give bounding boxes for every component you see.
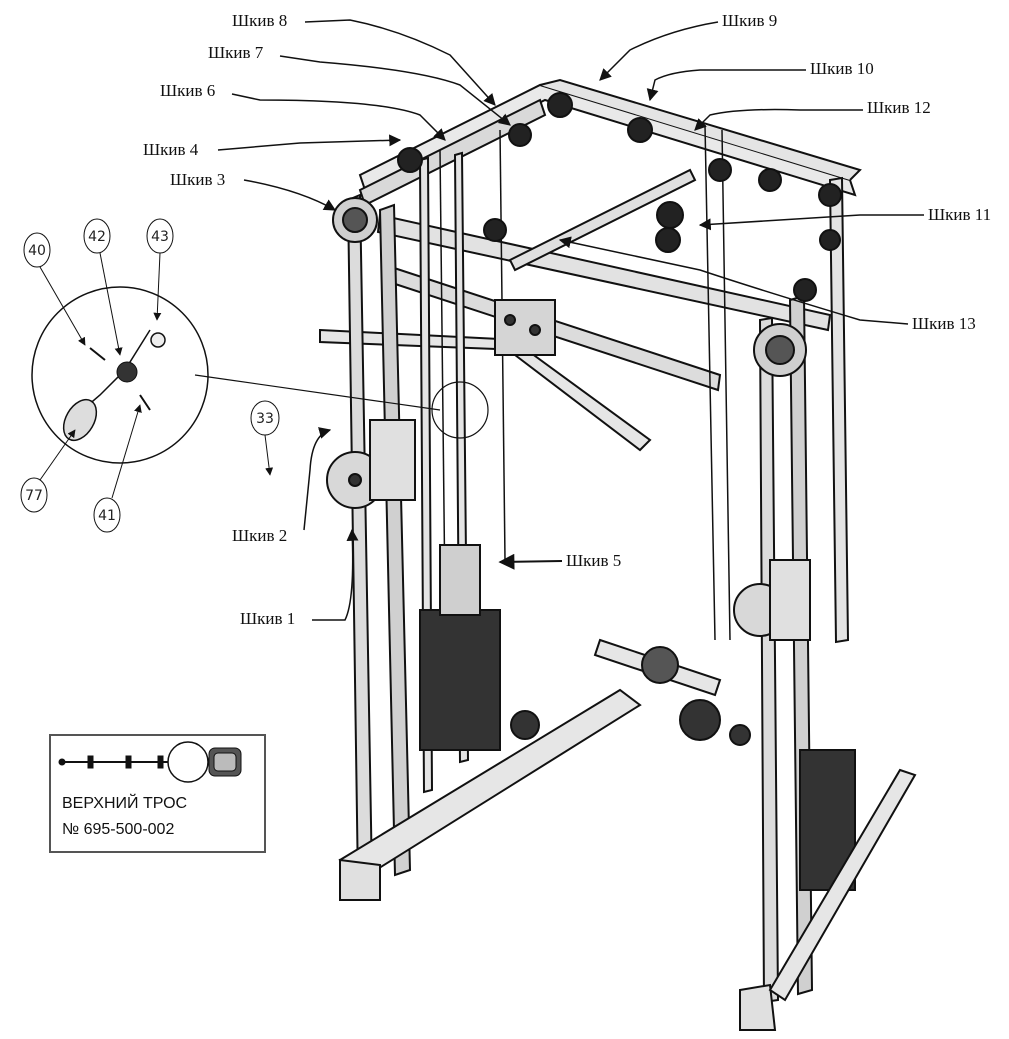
label-pulley-4: Шкив 4 xyxy=(143,134,402,159)
pulley-7-label: Шкив 7 xyxy=(208,43,264,62)
label-pulley-11: Шкив 11 xyxy=(698,205,991,231)
label-pulley-12: Шкив 12 xyxy=(694,98,931,131)
balloon-42: 42 xyxy=(83,218,123,356)
label-pulley-10: Шкив 10 xyxy=(646,59,874,102)
cable-title: ВЕРХНИЙ ТРОС xyxy=(62,793,187,812)
pulley-1-label: Шкив 1 xyxy=(240,609,295,628)
part-number-33: 33 xyxy=(256,411,274,427)
pulley-9-label: Шкив 9 xyxy=(722,11,777,30)
label-pulley-7: Шкив 7 xyxy=(208,43,511,126)
part-number-43: 43 xyxy=(151,229,169,245)
label-pulley-3: Шкив 3 xyxy=(170,170,337,211)
pulley-2-label: Шкив 2 xyxy=(232,526,287,545)
balloon-40: 40 xyxy=(23,232,86,346)
pulley-3-label: Шкив 3 xyxy=(170,170,225,189)
pulley-6-label: Шкив 6 xyxy=(160,81,215,100)
balloon-43: 43 xyxy=(146,218,174,321)
pulley-8-label: Шкив 8 xyxy=(232,11,287,30)
pulley-12-label: Шкив 12 xyxy=(867,98,931,117)
part-number-41: 41 xyxy=(98,508,116,524)
balloon-41: 41 xyxy=(93,404,142,533)
part-number-40: 40 xyxy=(28,243,46,259)
label-pulley-6: Шкив 6 xyxy=(160,81,446,141)
pulley-13-label: Шкив 13 xyxy=(912,314,976,333)
label-pulley-13: Шкив 13 xyxy=(558,236,976,333)
label-pulley-2: Шкив 2 xyxy=(232,427,332,545)
part-number-77: 77 xyxy=(25,488,43,504)
label-pulley-8: Шкив 8 xyxy=(232,11,496,106)
pulley-5-label: Шкив 5 xyxy=(566,551,621,570)
label-pulley-9: Шкив 9 xyxy=(599,11,777,81)
balloon-33: 33 xyxy=(250,400,280,476)
part-balloons: 40 42 43 77 41 33 xyxy=(20,218,280,533)
cable-part-number: № 695-500-002 xyxy=(62,821,174,838)
pulley-11-label: Шкив 11 xyxy=(928,205,991,224)
label-pulley-5: Шкив 5 xyxy=(498,551,621,570)
cable-illustration xyxy=(58,741,242,783)
pulley-labels: Шкив 8 Шкив 9 Шкив 7 Шкив 10 Шкив 6 Шкив… xyxy=(143,11,991,628)
detail-magnifier xyxy=(31,286,209,464)
pulley-10-label: Шкив 10 xyxy=(810,59,874,78)
upper-cable-box: ВЕРХНИЙ ТРОС № 695-500-002 xyxy=(49,734,266,853)
pulley-4-label: Шкив 4 xyxy=(143,140,199,159)
part-number-42: 42 xyxy=(88,229,106,245)
balloon-77: 77 xyxy=(20,429,76,513)
machine-frame xyxy=(194,78,917,1031)
label-pulley-1: Шкив 1 xyxy=(240,528,359,628)
